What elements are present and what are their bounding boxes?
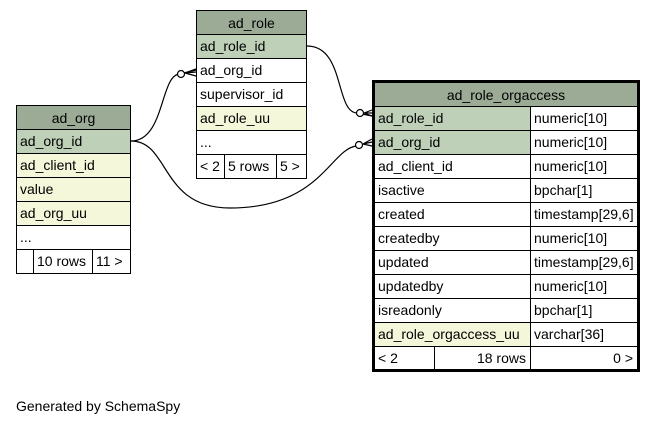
- link-role-endpoint: [355, 108, 365, 118]
- footer-parents: [17, 250, 34, 274]
- column-row[interactable]: ad_client_id numeric[10]: [375, 155, 637, 179]
- column-ellipsis[interactable]: ...: [197, 131, 306, 155]
- column-row[interactable]: updated timestamp[29,6]: [375, 251, 637, 275]
- column-type: numeric[10]: [531, 107, 637, 130]
- column-type: numeric[10]: [531, 227, 637, 250]
- column-name: ad_role_orgaccess_uu: [375, 323, 531, 346]
- table-header[interactable]: ad_role: [197, 11, 306, 35]
- table-ad-role-orgaccess[interactable]: ad_role_orgaccess ad_role_id numeric[10]…: [372, 80, 640, 372]
- column-row[interactable]: createdby numeric[10]: [375, 227, 637, 251]
- column-ad-org-id[interactable]: ad_org_id: [17, 130, 130, 154]
- column-type: bpchar[1]: [531, 299, 637, 322]
- footer-row-count: 5 rows: [225, 155, 277, 179]
- footer-children[interactable]: 0 >: [613, 350, 633, 366]
- footer-children[interactable]: 5 >: [280, 158, 300, 174]
- column-ellipsis[interactable]: ...: [17, 226, 130, 250]
- table-ad-role[interactable]: ad_role ad_role_id ad_org_id supervisor_…: [196, 10, 307, 179]
- column-ad-role-id[interactable]: ad_role_id: [197, 35, 306, 59]
- table-header[interactable]: ad_org: [17, 106, 130, 130]
- column-row[interactable]: ad_role_id numeric[10]: [375, 107, 637, 131]
- column-name: ad_role_id: [375, 107, 531, 130]
- link-org-to-role: [130, 69, 197, 142]
- column-name: isreadonly: [375, 299, 531, 322]
- column-name: updatedby: [375, 275, 531, 298]
- column-name: ad_client_id: [375, 155, 531, 178]
- column-name: ad_org_id: [375, 131, 531, 154]
- footer-row-count: 10 rows: [34, 250, 93, 274]
- column-row[interactable]: isreadonly bpchar[1]: [375, 299, 637, 323]
- column-type: timestamp[29,6]: [531, 251, 637, 274]
- column-ad-org-uu[interactable]: ad_org_uu: [17, 202, 130, 226]
- link-role-crowfoot-icon: [363, 109, 373, 117]
- column-name: createdby: [375, 227, 531, 250]
- column-supervisor-id[interactable]: supervisor_id: [197, 83, 306, 107]
- column-name: isactive: [375, 179, 531, 202]
- column-type: numeric[10]: [531, 155, 637, 178]
- table-footer: < 2 5 rows 5 >: [197, 155, 306, 179]
- column-name: updated: [375, 251, 531, 274]
- generated-by-credit: Generated by SchemaSpy: [16, 398, 181, 414]
- link-org-role-endpoint: [176, 69, 186, 79]
- column-name: created: [375, 203, 531, 226]
- column-ad-org-id[interactable]: ad_org_id: [197, 59, 306, 83]
- link-org-to-orgaccess: [130, 140, 357, 209]
- footer-parents[interactable]: < 2: [197, 155, 225, 179]
- column-type: bpchar[1]: [531, 179, 637, 202]
- link-org-orgaccess-crowfoot-icon: [362, 138, 373, 147]
- column-row[interactable]: ad_role_orgaccess_uu varchar[36]: [375, 323, 637, 347]
- column-type: numeric[10]: [531, 275, 637, 298]
- table-footer: 10 rows 11 >: [17, 250, 130, 274]
- table-footer: < 2 18 rows 0 >: [375, 347, 637, 371]
- column-type: numeric[10]: [531, 131, 637, 154]
- column-type: timestamp[29,6]: [531, 203, 637, 226]
- footer-parents[interactable]: < 2: [375, 347, 435, 371]
- column-row[interactable]: created timestamp[29,6]: [375, 203, 637, 227]
- footer-row-count: 18 rows: [435, 347, 531, 371]
- column-value[interactable]: value: [17, 178, 130, 202]
- column-ad-role-uu[interactable]: ad_role_uu: [197, 107, 306, 131]
- column-row[interactable]: updatedby numeric[10]: [375, 275, 637, 299]
- column-row[interactable]: ad_org_id numeric[10]: [375, 131, 637, 155]
- column-type: varchar[36]: [531, 323, 637, 346]
- footer-children[interactable]: 11 >: [96, 253, 123, 269]
- column-ad-client-id[interactable]: ad_client_id: [17, 154, 130, 178]
- link-role-to-orgaccess: [306, 45, 373, 117]
- link-org-role-crowfoot-icon: [184, 68, 197, 77]
- link-org-orgaccess-endpoint: [354, 140, 364, 150]
- table-ad-org[interactable]: ad_org ad_org_id ad_client_id value ad_o…: [16, 105, 131, 274]
- column-row[interactable]: isactive bpchar[1]: [375, 179, 637, 203]
- table-header[interactable]: ad_role_orgaccess: [375, 83, 637, 107]
